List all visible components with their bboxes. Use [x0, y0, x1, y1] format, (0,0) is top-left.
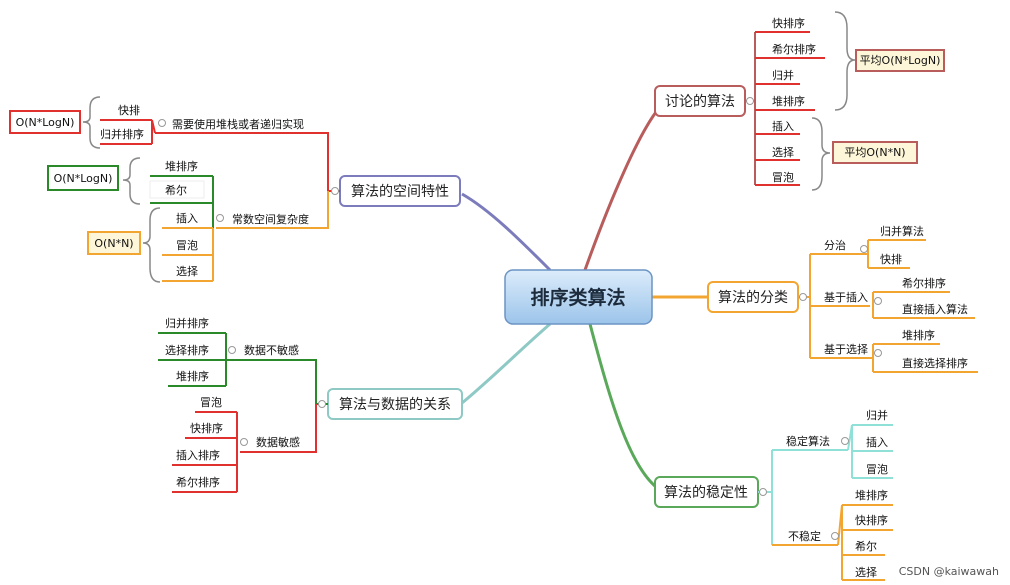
data-group1-item-2: 堆排序	[176, 369, 209, 383]
brace-space-2	[122, 157, 141, 205]
discussion-item-3: 堆排序	[772, 94, 805, 108]
discussion-item-6: 冒泡	[772, 170, 794, 184]
note-space-nlogn-text: O(N*LogN)	[16, 116, 75, 129]
data-relation-title: 算法与数据的关系	[339, 397, 451, 413]
collapse-icon[interactable]	[759, 488, 767, 496]
connector-space	[461, 192, 552, 272]
branch-space: 算法的空间特性 需要使用堆栈或者递归实现 快排 归并排序 O(N*LogN) 常…	[9, 96, 461, 283]
classification-item-1-0: 希尔排序	[902, 276, 946, 290]
center-title: 排序类算法	[530, 286, 625, 309]
classification-group-1: 基于插入	[824, 290, 868, 304]
stability-item-1-2: 希尔	[855, 539, 877, 553]
discussion-item-0: 快排序	[772, 16, 805, 30]
note-space-nn	[87, 231, 141, 255]
collapse-icon[interactable]	[240, 438, 248, 446]
brace-space-1	[82, 96, 101, 149]
note-avg-nn	[832, 141, 918, 164]
collapse-icon[interactable]	[874, 297, 882, 305]
stability-group-0: 稳定算法	[786, 434, 830, 448]
note-space-nlogn-2-text: O(N*LogN)	[54, 172, 113, 185]
center-node[interactable]: 排序类算法	[504, 269, 653, 325]
connector-data	[461, 322, 551, 405]
stability-item-0-1: 插入	[866, 435, 888, 449]
discussion-item-2: 归并	[772, 68, 794, 82]
collapse-icon[interactable]	[216, 214, 224, 222]
discussion-title: 讨论的算法	[665, 94, 735, 110]
classification-title: 算法的分类	[718, 290, 788, 306]
note-avg-nlogn-text: 平均O(N*LogN)	[860, 54, 941, 67]
note-avg-nlogn	[855, 49, 945, 72]
collapse-icon[interactable]	[831, 532, 839, 540]
classification-group-2: 基于选择	[824, 342, 868, 356]
brace-space-3	[142, 207, 161, 283]
stability-group-1: 不稳定	[788, 529, 821, 543]
space-group1-item-0: 快排	[118, 103, 140, 117]
discussion-item-1: 希尔排序	[772, 42, 816, 56]
classification-item-1-1: 直接插入算法	[902, 302, 968, 316]
connector-stability	[588, 323, 661, 492]
branch-data-relation: 算法与数据的关系 数据不敏感 归并排序 选择排序 堆排序 数据敏感 冒泡 快排序…	[158, 316, 463, 493]
data-group1-label: 数据不敏感	[244, 343, 299, 357]
space-group2-label: 常数空间复杂度	[232, 212, 309, 226]
collapse-icon[interactable]	[860, 245, 868, 253]
collapse-icon[interactable]	[331, 187, 339, 195]
collapse-icon[interactable]	[746, 97, 754, 105]
data-group2-label: 数据敏感	[256, 435, 300, 449]
classification-item-0-1: 快排	[880, 252, 902, 266]
data-group2-item-3: 希尔排序	[176, 475, 220, 489]
classification-group-0: 分治	[824, 238, 846, 252]
discussion-item-5: 选择	[772, 145, 794, 159]
space-group2-item-3: 冒泡	[176, 238, 198, 252]
connector-discussion	[583, 106, 662, 271]
classification-item-2-1: 直接选择排序	[902, 356, 968, 370]
space-group2-item-1: 希尔	[165, 183, 187, 197]
data-group2-item-1: 快排序	[190, 421, 223, 435]
classification-item-0-0: 归并算法	[880, 224, 924, 238]
stability-item-1-1: 快排序	[855, 513, 888, 527]
space-group1-label: 需要使用堆栈或者递归实现	[172, 117, 304, 131]
collapse-icon[interactable]	[318, 400, 326, 408]
collapse-icon[interactable]	[841, 437, 849, 445]
branch-discussion: 讨论的算法 快排序 希尔排序 归并 堆排序 插入 选择 冒泡 平均O(N*Log…	[654, 11, 945, 191]
note-space-nlogn	[9, 110, 81, 134]
note-space-nlogn-2	[47, 165, 119, 191]
space-title: 算法的空间特性	[351, 184, 449, 200]
collapse-icon[interactable]	[228, 346, 236, 354]
collapse-icon[interactable]	[799, 293, 807, 301]
branch-classification: 算法的分类 分治 基于插入 基于选择 归并算法 快排 希尔排序 直接插入算法 堆…	[707, 224, 978, 373]
stability-item-1-0: 堆排序	[855, 488, 888, 502]
data-group2-item-2: 插入排序	[176, 448, 220, 462]
stability-item-0-2: 冒泡	[866, 462, 888, 476]
data-group1-item-0: 归并排序	[165, 316, 209, 330]
watermark: CSDN @kaiwawah	[899, 565, 999, 578]
note-avg-nn-text: 平均O(N*N)	[844, 146, 905, 159]
stability-item-0-0: 归并	[866, 408, 888, 422]
space-group2-item-4: 选择	[176, 264, 198, 278]
collapse-icon[interactable]	[874, 349, 882, 357]
data-group2-item-0: 冒泡	[200, 395, 222, 409]
space-group1-item-1: 归并排序	[100, 127, 144, 141]
branch-stability: 算法的稳定性 稳定算法 不稳定 归并 插入 冒泡 堆排序 快排序 希尔 选择	[654, 408, 893, 581]
space-group2-item-2: 插入	[176, 211, 198, 225]
classification-item-2-0: 堆排序	[902, 328, 935, 342]
brace-discussion-1	[834, 11, 856, 111]
collapse-icon[interactable]	[158, 119, 166, 127]
discussion-item-4: 插入	[772, 119, 794, 133]
note-space-nn-text: O(N*N)	[94, 237, 133, 250]
space-group2-item-0: 堆排序	[165, 159, 198, 173]
stability-title: 算法的稳定性	[664, 485, 748, 501]
stability-item-1-3: 选择	[855, 565, 877, 579]
collapse-markers	[158, 97, 882, 540]
data-group1-item-1: 选择排序	[165, 343, 209, 357]
brace-discussion-2	[811, 117, 831, 191]
